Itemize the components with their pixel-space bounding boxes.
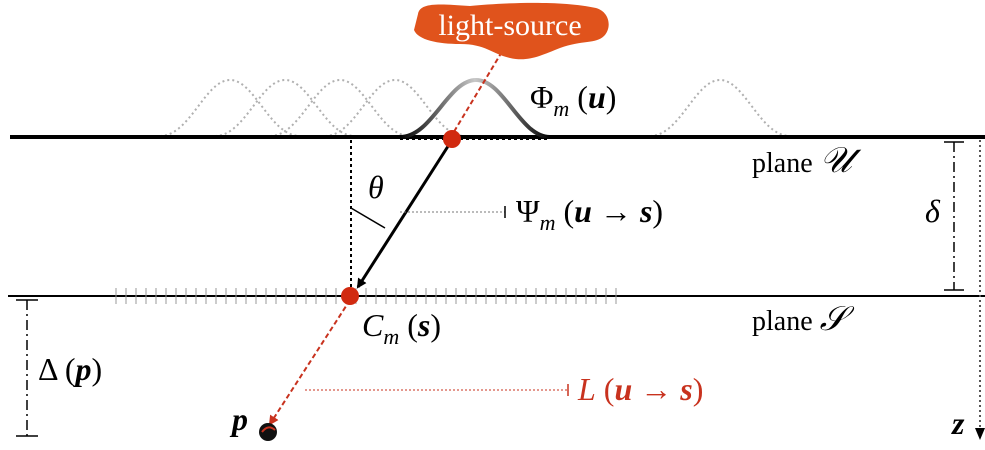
light-source-label: light-source [438,9,581,42]
cm-label: Cm (s) [362,307,441,349]
plane-s-label: plane 𝒮 [752,301,855,338]
sensor-ticks [115,288,617,304]
delta-label: δ [925,193,941,229]
theta-label: θ [368,169,384,205]
psi-label: Ψm (u → s) [516,193,663,235]
psi-ray [356,139,454,289]
gaussian-bump-3 [269,78,411,137]
gaussian-bump-5 [649,78,791,137]
phi-bump [399,77,551,139]
z-axis-arrowhead [975,428,985,440]
delta-dimension [944,141,964,291]
z-label: z [951,405,965,441]
theta-arc [350,207,386,229]
big-delta-dimension [16,299,38,437]
gaussian-dotted-bumps [159,78,791,137]
big-delta-label: Δ (p) [38,351,102,387]
plane-u-label: plane 𝒰 [752,140,862,180]
gaussian-bump-2 [214,78,356,137]
gaussian-bump-1 [159,78,301,137]
pixel-p-highlight [261,426,276,433]
l-ray [268,299,351,426]
l-label: L (u → s) [577,371,703,407]
intersection-dot-u [443,130,461,148]
intersection-dot-s [341,287,359,305]
light-source-blob [414,2,609,60]
source-ray [451,44,507,136]
phi-label: Φm (u) [530,79,616,121]
pixel-p-dot [259,423,277,441]
p-label: p [229,401,248,437]
gaussian-bump-4 [324,78,466,137]
